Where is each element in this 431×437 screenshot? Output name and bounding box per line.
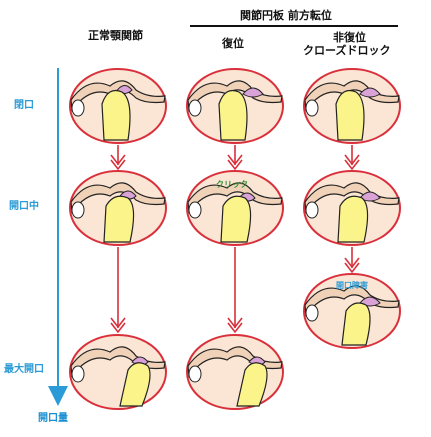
- header-without-reduction: 非復位: [333, 31, 366, 44]
- opening-restriction-label: 開口障害: [336, 281, 368, 290]
- axis-label-opening-amount: 開口量: [38, 413, 68, 424]
- arrow-normal-closed-to-mid: [110, 145, 126, 171]
- arrow-normal-mid-to-max: [110, 247, 126, 334]
- joint-normal-closed: [69, 68, 167, 144]
- joint-normal-mid: [69, 170, 167, 246]
- header-closed-lock: クローズドロック: [303, 44, 391, 57]
- row-label-closed: 閉口: [14, 100, 34, 111]
- arrow-reduction-mid-to-max: [227, 247, 243, 334]
- joint-reduction-mid: [186, 170, 284, 246]
- arrow-reduction-closed-to-mid: [227, 145, 243, 171]
- joint-reduction-closed: [186, 68, 284, 144]
- row-label-mid-opening: 開口中: [9, 201, 39, 212]
- joint-reduction-max: [186, 334, 284, 410]
- header-normal-joint: 正常顎関節: [88, 29, 143, 42]
- header-disc-displacement: 関節円板 前方転位: [240, 9, 332, 22]
- header-with-reduction: 復位: [222, 37, 244, 50]
- joint-normal-max: [69, 334, 167, 410]
- row-label-max-opening: 最大開口: [4, 364, 44, 375]
- joint-no-reduction-restricted: [303, 273, 401, 349]
- arrow-no-reduction-mid-to-restricted: [344, 247, 360, 274]
- joint-no-reduction-closed: [303, 68, 401, 144]
- joint-no-reduction-mid: [303, 170, 401, 246]
- arrow-no-reduction-closed-to-mid: [344, 145, 360, 171]
- click-label: クリック: [216, 180, 248, 189]
